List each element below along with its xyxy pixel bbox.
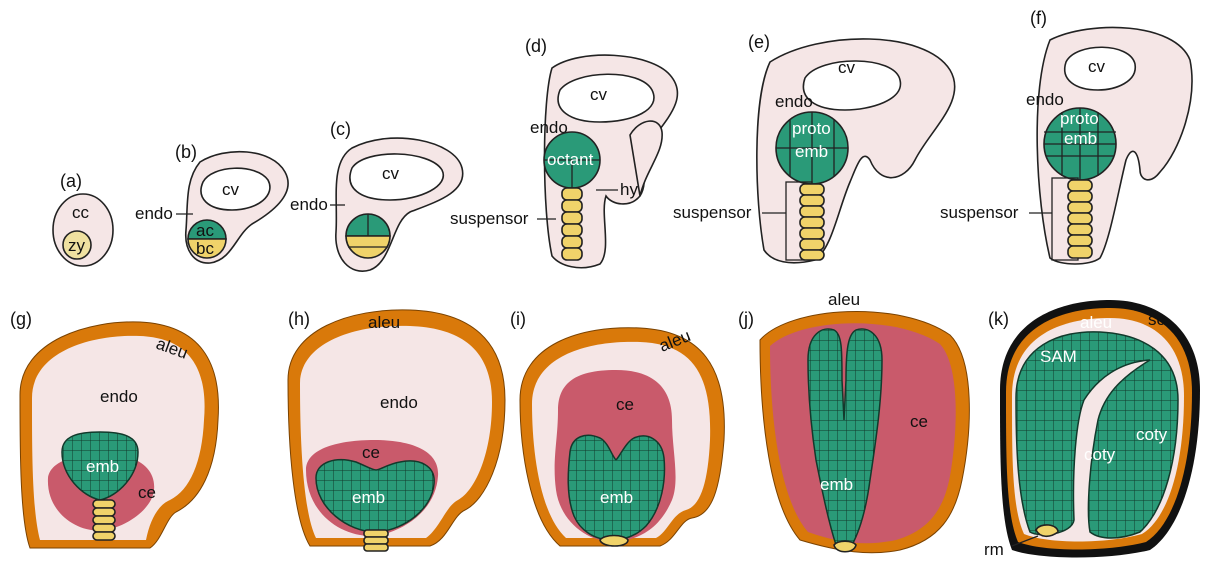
emb-label-i: emb xyxy=(600,488,633,507)
panel-i-tag: (i) xyxy=(510,309,526,329)
coty-label-1: coty xyxy=(1084,445,1116,464)
ce-label-g: ce xyxy=(138,483,156,502)
panel-h-tag: (h) xyxy=(288,309,310,329)
aleu-label-k: aleu xyxy=(1080,313,1112,332)
endo-label-e: endo xyxy=(775,92,813,111)
panel-b: (b) cv ac bc endo xyxy=(135,142,288,263)
ac-label: ac xyxy=(196,221,214,240)
panel-k-tag: (k) xyxy=(988,309,1009,329)
panel-a-tag: (a) xyxy=(60,171,82,191)
bc-label: bc xyxy=(196,239,214,258)
hy-label: hy xyxy=(620,180,638,199)
cv-label-f: cv xyxy=(1088,57,1106,76)
panel-e-tag: (e) xyxy=(748,32,770,52)
cc-label: cc xyxy=(72,203,90,222)
cv-label-d: cv xyxy=(590,85,608,104)
suspensor-j xyxy=(834,541,856,552)
panel-b-tag: (b) xyxy=(175,142,197,162)
proto-label-f: proto xyxy=(1060,109,1099,128)
emb-label-g: emb xyxy=(86,457,119,476)
endo-label-h: endo xyxy=(380,393,418,412)
emb-label-j: emb xyxy=(820,475,853,494)
ce-label-i: ce xyxy=(616,395,634,414)
panel-j: (j) aleu ce emb xyxy=(738,290,969,553)
aleu-label-j: aleu xyxy=(828,290,860,309)
suspensor-label-e: suspensor xyxy=(673,203,752,222)
panel-d-tag: (d) xyxy=(525,36,547,56)
ce-label-h: ce xyxy=(362,443,380,462)
proto-label-e: proto xyxy=(792,119,831,138)
aleu-label-h: aleu xyxy=(368,313,400,332)
endo-label-g: endo xyxy=(100,387,138,406)
suspensor-f xyxy=(1068,180,1092,258)
emb-label-f: emb xyxy=(1064,129,1097,148)
suspensor-g xyxy=(93,500,115,540)
suspensor-label-d: suspensor xyxy=(450,209,529,228)
suspensor-i xyxy=(600,536,628,547)
panel-h: (h) aleu endo ce emb xyxy=(288,309,505,551)
panel-k: (k) sc aleu SAM coty coty rm xyxy=(984,300,1200,559)
ce-label-j: ce xyxy=(910,412,928,431)
suspensor-d xyxy=(562,188,582,260)
panel-e: (e) cv endo proto emb suspensor xyxy=(673,32,955,263)
cv-label-e: cv xyxy=(838,58,856,77)
panel-g-tag: (g) xyxy=(10,309,32,329)
zy-label: zy xyxy=(68,236,86,255)
suspensor-label-f: suspensor xyxy=(940,203,1019,222)
emb-label-h: emb xyxy=(352,488,385,507)
panel-c: (c) cv endo xyxy=(290,119,463,271)
endo-label-b: endo xyxy=(135,204,173,223)
panel-g: (g) aleu endo emb ce xyxy=(10,309,218,548)
cv-label-b: cv xyxy=(222,180,240,199)
endo-label-f: endo xyxy=(1026,90,1064,109)
coty-label-2: coty xyxy=(1136,425,1168,444)
octant-label: octant xyxy=(547,150,594,169)
panel-f: (f) cv endo proto emb suspensor xyxy=(940,8,1192,264)
root-meristem-k xyxy=(1036,525,1058,536)
emb-label-e: emb xyxy=(795,142,828,161)
panel-d: (d) cv endo octant hy suspensor xyxy=(450,36,677,268)
panel-j-tag: (j) xyxy=(738,309,754,329)
cv-label-c: cv xyxy=(382,164,400,183)
sam-label: SAM xyxy=(1040,347,1077,366)
panel-a: (a) cc zy xyxy=(53,171,113,266)
rm-label: rm xyxy=(984,540,1004,559)
panel-i: (i) aleu ce emb xyxy=(510,309,724,546)
suspensor-h xyxy=(364,530,388,551)
endo-label-c: endo xyxy=(290,195,328,214)
panel-f-tag: (f) xyxy=(1030,8,1047,28)
panel-c-tag: (c) xyxy=(330,119,351,139)
sc-label: sc xyxy=(1148,310,1166,329)
suspensor-e xyxy=(800,184,824,260)
